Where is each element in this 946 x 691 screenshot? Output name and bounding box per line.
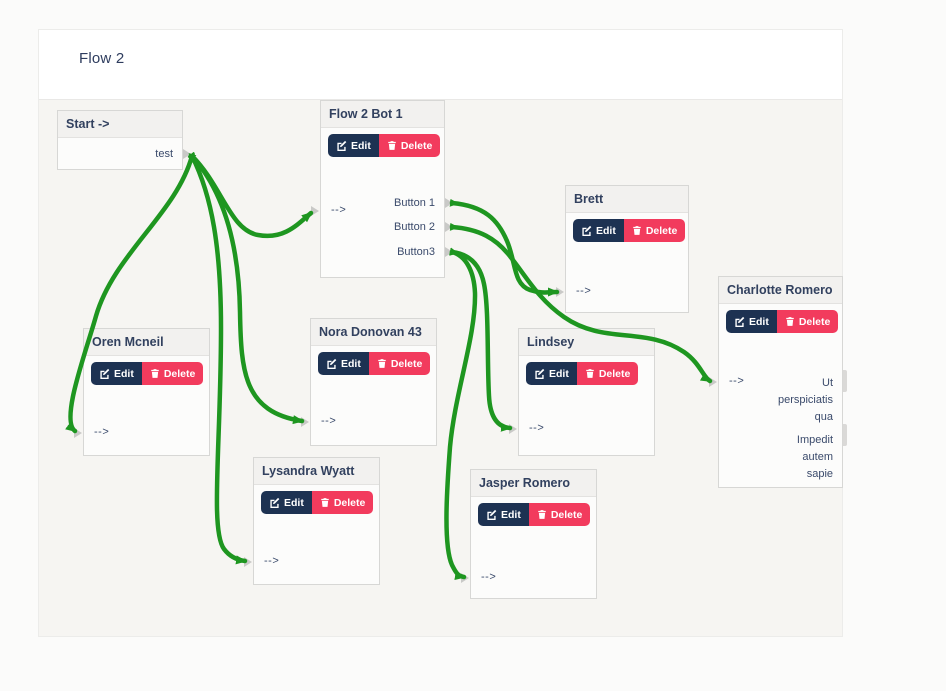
node-title[interactable]: Nora Donovan 43 xyxy=(311,319,436,346)
delete-button-label: Delete xyxy=(645,224,678,237)
node-actions: Edit Delete xyxy=(573,219,688,242)
edit-button[interactable]: Edit xyxy=(573,219,624,242)
node-actions: Edit Delete xyxy=(261,491,379,514)
right-port-stub[interactable] xyxy=(843,370,847,392)
message-line: perspiciatis xyxy=(777,394,833,406)
delete-button[interactable]: Delete xyxy=(528,503,591,526)
edit-button[interactable]: Edit xyxy=(328,134,379,157)
edit-button[interactable]: Edit xyxy=(318,352,369,375)
output-port-label-bot1[interactable]: Button3 xyxy=(397,246,435,258)
node-actions: Edit Delete xyxy=(478,503,596,526)
delete-button-label: Delete xyxy=(598,367,631,380)
edit-button-label: Edit xyxy=(114,367,134,380)
flow-node-nora[interactable]: Nora Donovan 43 Edit Delete --> xyxy=(310,318,437,446)
edit-button-label: Edit xyxy=(749,315,769,328)
edit-button-label: Edit xyxy=(341,357,361,370)
delete-button[interactable]: Delete xyxy=(776,310,839,333)
node-message-text: Impedit autem sapie xyxy=(797,432,833,483)
edit-pencil-icon xyxy=(270,497,280,508)
trash-icon xyxy=(633,226,641,235)
delete-button-label: Delete xyxy=(333,496,366,509)
node-title[interactable]: Jasper Romero xyxy=(471,470,596,497)
trash-icon xyxy=(378,359,386,368)
input-port-label: --> xyxy=(576,285,592,297)
edit-button-label: Edit xyxy=(596,224,616,237)
delete-button-label: Delete xyxy=(550,508,583,521)
input-port-label: --> xyxy=(321,415,337,427)
trash-icon xyxy=(321,498,329,507)
edit-pencil-icon xyxy=(100,368,110,379)
output-port-label-bot1[interactable]: Button 2 xyxy=(394,221,435,233)
message-line: Ut xyxy=(822,377,833,389)
node-title[interactable]: Oren Mcneil xyxy=(84,329,209,356)
edit-pencil-icon xyxy=(487,509,497,520)
edit-button[interactable]: Edit xyxy=(526,362,577,385)
node-actions: Edit Delete xyxy=(318,352,436,375)
node-title[interactable]: Charlotte Romero xyxy=(719,277,842,304)
trash-icon xyxy=(586,369,594,378)
flow-header-bar: Flow 2 xyxy=(39,30,842,100)
right-port-stub[interactable] xyxy=(843,424,847,446)
node-actions: Edit Delete xyxy=(726,310,842,333)
trash-icon xyxy=(538,510,546,519)
edit-button[interactable]: Edit xyxy=(91,362,142,385)
delete-button[interactable]: Delete xyxy=(141,362,204,385)
node-title[interactable]: Lysandra Wyatt xyxy=(254,458,379,485)
node-actions: Edit Delete xyxy=(526,362,654,385)
message-line: sapie xyxy=(806,468,833,480)
flow-node-start[interactable]: Start -> test xyxy=(57,110,183,170)
input-port-label: --> xyxy=(94,426,110,438)
input-port-label: --> xyxy=(481,571,497,583)
delete-button[interactable]: Delete xyxy=(378,134,441,157)
input-port-label: --> xyxy=(331,204,347,216)
delete-button-label: Delete xyxy=(390,357,423,370)
delete-button[interactable]: Delete xyxy=(576,362,639,385)
node-title[interactable]: Lindsey xyxy=(519,329,654,356)
node-actions: Edit Delete xyxy=(328,134,444,157)
edit-pencil-icon xyxy=(582,225,592,236)
edit-pencil-icon xyxy=(327,358,337,369)
edit-pencil-icon xyxy=(535,368,545,379)
delete-button-label: Delete xyxy=(798,315,831,328)
message-line: qua xyxy=(814,411,833,423)
edit-button[interactable]: Edit xyxy=(726,310,777,333)
node-title[interactable]: Flow 2 Bot 1 xyxy=(321,101,444,128)
delete-button[interactable]: Delete xyxy=(368,352,431,375)
message-line: autem xyxy=(802,451,833,463)
node-message-text: Ut perspiciatis qua xyxy=(778,375,833,426)
edit-button-label: Edit xyxy=(351,139,371,152)
input-port-label: --> xyxy=(264,555,280,567)
edit-button-label: Edit xyxy=(501,508,521,521)
delete-button[interactable]: Delete xyxy=(623,219,686,242)
edit-button[interactable]: Edit xyxy=(478,503,529,526)
edit-pencil-icon xyxy=(735,316,745,327)
output-port-label-start[interactable]: test xyxy=(155,148,173,160)
flow-node-bot1[interactable]: Flow 2 Bot 1 Edit Delete --> Button 1 Button … xyxy=(320,100,445,278)
edit-button-label: Edit xyxy=(549,367,569,380)
delete-button-label: Delete xyxy=(400,139,433,152)
node-title[interactable]: Start -> xyxy=(58,111,182,138)
message-line: Impedit xyxy=(796,434,833,446)
output-port-label-bot1[interactable]: Button 1 xyxy=(394,197,435,209)
trash-icon xyxy=(151,369,159,378)
delete-button[interactable]: Delete xyxy=(311,491,374,514)
edit-button[interactable]: Edit xyxy=(261,491,312,514)
input-port-label: --> xyxy=(729,375,745,387)
edit-pencil-icon xyxy=(337,140,347,151)
edit-button-label: Edit xyxy=(284,496,304,509)
trash-icon xyxy=(388,141,396,150)
node-actions: Edit Delete xyxy=(91,362,209,385)
trash-icon xyxy=(786,317,794,326)
delete-button-label: Delete xyxy=(163,367,196,380)
input-port-label: --> xyxy=(529,422,545,434)
flow-title: Flow 2 xyxy=(79,50,125,67)
node-title[interactable]: Brett xyxy=(566,186,688,213)
